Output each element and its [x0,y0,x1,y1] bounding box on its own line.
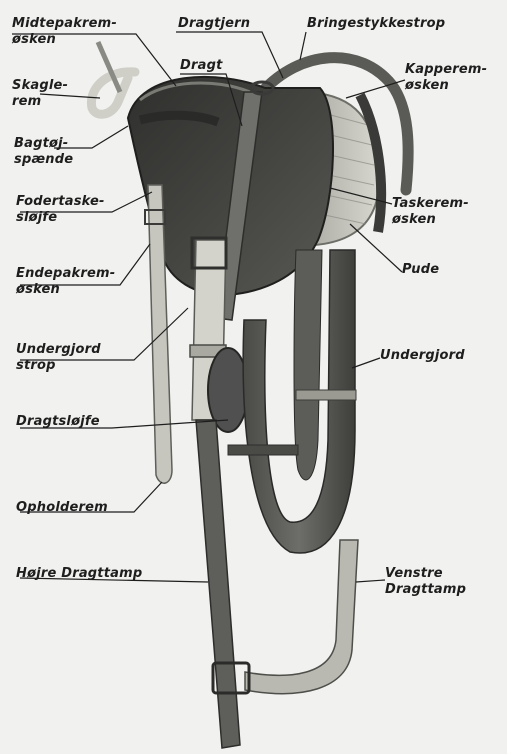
label-dragtjern: Dragtjern [178,16,250,32]
label-endepakremosken: Endepakrem- øsken [16,266,115,298]
label-venstre-dragttamp-line2: Dragttamp [385,582,466,598]
label-pude: Pude [402,262,439,278]
label-endepakremosken-line1: Endepakrem- [16,266,115,282]
label-fodertaskeslojfe: Fodertaske- sløjfe [16,194,105,226]
label-fodertaskeslojfe-line1: Fodertaske- [16,194,105,210]
label-kapperemosken-line1: Kapperem- [405,62,487,78]
label-undergjord: Undergjord [380,348,465,364]
label-endepakremosken-line2: øsken [16,282,115,298]
girth-cross-strap-shape [296,390,356,400]
saddle-illustration [91,42,408,748]
label-bagtojspaende-line2: spænde [14,152,73,168]
label-undergjordstrop-line2: strop [16,358,101,374]
label-opholderem: Opholderem [16,500,108,516]
label-midtepakremosken: Midtepakrem- øsken [12,16,117,48]
label-bringestykkestrop: Bringestykkestrop [307,16,445,32]
left-trace-tug-shape [245,540,358,694]
leader-bringestykkestrop [300,32,306,60]
label-taskeremosken-line2: øsken [392,212,469,228]
label-midtepakremosken-line1: Midtepakrem- [12,16,117,32]
label-kapperemosken: Kapperem- øsken [405,62,487,94]
label-skaglerem-line1: Skagle- [12,78,68,94]
label-taskeremosken-line1: Taskerem- [392,196,469,212]
label-midtepakremosken-line2: øsken [12,32,117,48]
label-venstre-dragttamp: Venstre Dragttamp [385,566,466,598]
label-dragtslojfe: Dragtsløjfe [16,414,100,430]
label-fodertaskeslojfe-line2: sløjfe [16,210,105,226]
right-trace-tug-shape [196,420,240,748]
label-undergjordstrop: Undergjord strop [16,342,101,374]
leader-undergjord [352,358,380,368]
label-skaglerem: Skagle- rem [12,78,68,110]
label-venstre-dragttamp-line1: Venstre [385,566,466,582]
label-dragt: Dragt [180,58,223,74]
label-bagtojspaende: Bagtøj- spænde [14,136,73,168]
label-kapperemosken-line2: øsken [405,78,487,94]
label-hojre-dragttamp: Højre Dragttamp [16,566,142,582]
label-skaglerem-line2: rem [12,94,68,110]
leader-venstre [356,580,385,582]
label-bagtojspaende-line1: Bagtøj- [14,136,73,152]
girth-cross-strap-2-shape [228,445,298,455]
label-undergjordstrop-line1: Undergjord [16,342,101,358]
label-taskeremosken: Taskerem- øsken [392,196,469,228]
